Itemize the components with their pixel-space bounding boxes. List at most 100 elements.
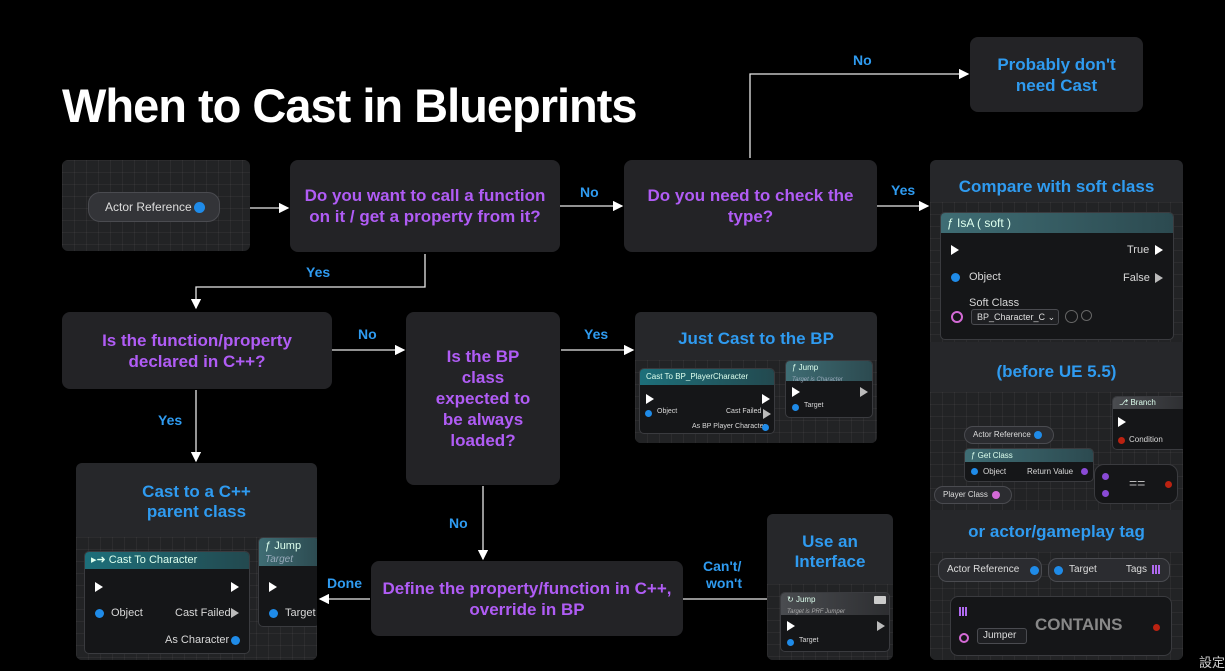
panel-cast-cpp-title-2: parent class: [146, 502, 247, 521]
branch-title: Branch: [1130, 398, 1156, 407]
interface-jump-target-label: Target: [799, 637, 819, 644]
edge-label-yes-1: Yes: [891, 182, 916, 198]
equals-node[interactable]: ==: [1094, 464, 1178, 504]
before-ue55-label: (before UE 5.5): [996, 362, 1117, 381]
contains-node[interactable]: CONTAINS Jumper: [950, 596, 1172, 656]
cast-character-exec-in[interactable]: [95, 582, 103, 592]
get-class-return-pin[interactable]: [1081, 468, 1088, 475]
panel-soft-class-title: Compare with soft class: [958, 177, 1155, 196]
edge-label-no-2: No: [853, 52, 872, 68]
panel-interface-title-1: Use an: [802, 532, 858, 551]
question-define-cpp: Define the property/function in C++, ove…: [371, 561, 683, 636]
interface-jump-title: Jump: [795, 595, 816, 604]
cast-bp-object-label: Object: [657, 408, 678, 415]
search-icon[interactable]: [1081, 310, 1092, 321]
player-class-pin[interactable]: [992, 491, 1000, 499]
soft-class-select[interactable]: BP_Character_C ⌄: [971, 309, 1059, 325]
cast-bp-node[interactable]: Cast To BP_PlayerCharacter Object Cast F…: [639, 368, 775, 434]
panel-cast-to-bp-title: Just Cast to the BP: [678, 329, 834, 348]
jump-bp-exec-out[interactable]: [860, 387, 868, 397]
browse-icon[interactable]: [1065, 310, 1078, 323]
equals-pin-a[interactable]: [1102, 473, 1109, 480]
start-panel: Actor Reference: [62, 160, 250, 251]
branch-node[interactable]: ⎇ Branch Condition: [1112, 396, 1183, 450]
interface-jump-sub: Target is PRF Jumper: [787, 609, 846, 615]
cast-character-object-pin[interactable]: [95, 609, 104, 618]
result-no-cast: Probably don't need Cast: [970, 37, 1143, 112]
tags-grid-icon: [1152, 565, 1161, 574]
cast-character-as-pin[interactable]: [231, 636, 240, 645]
branch-condition-pin[interactable]: [1118, 437, 1125, 444]
jumper-pin[interactable]: [959, 633, 969, 643]
isa-soft-title: IsA ( soft ): [957, 216, 1012, 230]
cast-character-title: Cast To Character: [108, 554, 198, 566]
contains-label: CONTAINS: [1035, 615, 1123, 634]
edge-label-no-1: No: [580, 184, 599, 200]
jump-cpp-sub: Target: [265, 554, 293, 565]
cast-bp-as-pin[interactable]: [762, 424, 769, 431]
isa-soft-class-pin[interactable]: [951, 311, 963, 323]
actor-reference-pin[interactable]: [194, 202, 205, 213]
interface-jump-target-pin[interactable]: [787, 639, 794, 646]
actor-reference-getter-label: Actor Reference: [973, 430, 1031, 439]
cast-bp-failed-pin[interactable]: [763, 409, 771, 419]
tag-actor-reference-pin[interactable]: [1030, 566, 1039, 575]
tag-target-getter[interactable]: Target Tags: [1048, 558, 1170, 582]
equals-symbol: ==: [1129, 475, 1146, 491]
isa-false-label: False: [1123, 272, 1150, 284]
soft-class-value: BP_Character_C: [977, 312, 1046, 322]
get-class-object-pin[interactable]: [971, 468, 978, 475]
cast-bp-failed-label: Cast Failed: [726, 408, 762, 415]
edge-label-no-4: No: [449, 515, 468, 531]
equals-pin-b[interactable]: [1102, 490, 1109, 497]
panel-soft-class: Compare with soft class ƒ IsA ( soft ) T…: [930, 160, 1183, 660]
tag-actor-reference-label: Actor Reference: [947, 564, 1020, 575]
cast-character-as-label: As Character: [165, 634, 230, 646]
jump-cpp-target-pin[interactable]: [269, 609, 278, 618]
cast-character-object-label: Object: [111, 607, 143, 619]
jump-bp-target-pin[interactable]: [792, 404, 799, 411]
actor-reference-getter-pin[interactable]: [1034, 431, 1042, 439]
cast-character-exec-out[interactable]: [231, 582, 239, 592]
jump-cpp-exec-in[interactable]: [269, 582, 277, 592]
equals-out-pin[interactable]: [1165, 481, 1172, 488]
tag-target-pin[interactable]: [1054, 566, 1063, 575]
actor-reference-label: Actor Reference: [105, 200, 192, 214]
isa-true-pin[interactable]: [1155, 245, 1163, 255]
jump-bp-target-label: Target: [804, 402, 824, 409]
cast-bp-object-pin[interactable]: [645, 410, 652, 417]
branch-exec-in[interactable]: [1118, 417, 1126, 427]
isa-soft-node[interactable]: ƒ IsA ( soft ) True Object False Soft Cl…: [940, 212, 1174, 340]
panel-cast-to-bp: Just Cast to the BP Cast To BP_PlayerCha…: [635, 312, 877, 443]
isa-object-pin[interactable]: [951, 273, 960, 282]
question-declared-cpp: Is the function/property declared in C++…: [62, 312, 332, 389]
isa-object-label: Object: [969, 271, 1001, 283]
actor-reference-getter[interactable]: Actor Reference: [964, 426, 1054, 444]
contains-out-pin[interactable]: [1153, 624, 1160, 631]
get-class-title: Get Class: [977, 451, 1013, 460]
isa-false-pin[interactable]: [1155, 273, 1163, 283]
edge-label-wont: won't: [706, 575, 742, 591]
jumper-select[interactable]: Jumper: [977, 628, 1027, 644]
edge-label-yes-4: Yes: [158, 412, 183, 428]
player-class-getter[interactable]: Player Class: [934, 486, 1012, 504]
cast-character-failed-pin[interactable]: [231, 608, 239, 618]
interface-jump-exec-in[interactable]: [787, 621, 795, 631]
tags-in-pin[interactable]: [959, 607, 968, 616]
tag-actor-reference-getter[interactable]: Actor Reference: [938, 558, 1042, 582]
cast-character-node[interactable]: ▸➜ Cast To Character Object Cast Failed …: [84, 551, 250, 654]
isa-exec-in[interactable]: [951, 245, 959, 255]
get-class-return-label: Return Value: [1027, 467, 1074, 476]
interface-jump-exec-out[interactable]: [877, 621, 885, 631]
isa-soft-class-label: Soft Class: [969, 297, 1020, 309]
cast-bp-as-label: As BP Player Character: [692, 423, 766, 430]
get-class-node[interactable]: ƒ Get Class Object Return Value: [964, 448, 1094, 482]
cast-bp-exec-out[interactable]: [762, 394, 770, 404]
jump-bp-exec-in[interactable]: [792, 387, 800, 397]
cast-bp-exec-in[interactable]: [646, 394, 654, 404]
panel-cast-cpp-title-1: Cast to a C++: [142, 482, 251, 501]
